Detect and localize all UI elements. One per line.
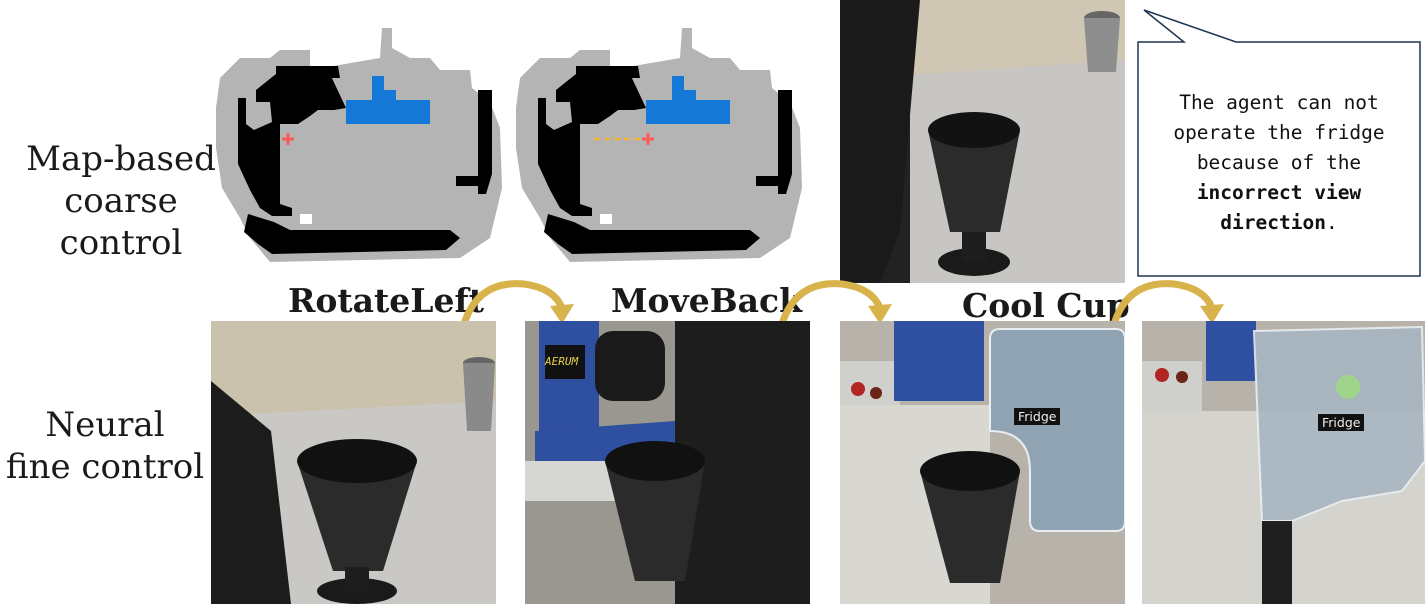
curved-arrow-icon bbox=[460, 280, 574, 328]
fridge-tag-2: Fridge bbox=[1318, 414, 1365, 431]
fine-view-2: AERUM bbox=[525, 321, 810, 604]
map-wall-right bbox=[756, 90, 792, 194]
map-wall-bottom bbox=[244, 214, 460, 254]
row-label-fine: Neural fine control bbox=[0, 404, 210, 488]
map-target-region bbox=[346, 76, 430, 124]
row-label-coarse-line2: coarse control bbox=[59, 181, 183, 263]
fine-view-1 bbox=[211, 321, 496, 604]
map-target-region bbox=[646, 76, 730, 124]
callout-line-1: The agent can not bbox=[1179, 91, 1379, 114]
action-rotate-left: RotateLeft bbox=[288, 281, 484, 320]
callout-bubble bbox=[1137, 9, 1421, 277]
map-white-gap bbox=[300, 214, 312, 224]
callout-line-3: because of the bbox=[1196, 151, 1362, 174]
curved-arrow-icon bbox=[778, 280, 892, 328]
row-label-fine-line2: fine control bbox=[5, 447, 205, 487]
agent-cross-icon bbox=[642, 133, 654, 145]
map-white-gap bbox=[600, 214, 612, 224]
map-wall-top bbox=[276, 66, 340, 78]
row-label-fine-line1: Neural bbox=[45, 405, 165, 445]
row-label-coarse: Map-based coarse control bbox=[12, 138, 230, 264]
fine-view-3: Fridge bbox=[840, 321, 1125, 604]
coarse-map-1 bbox=[210, 18, 502, 278]
map-wall-bottom bbox=[544, 214, 760, 254]
callout-bold-2: direction bbox=[1220, 211, 1326, 234]
curved-arrow-icon bbox=[1110, 280, 1224, 328]
callout-line-4: incorrect view bbox=[1136, 178, 1422, 208]
callout-bold-1: incorrect view bbox=[1196, 181, 1362, 204]
callout-text: The agent can not operate the fridge bec… bbox=[1136, 88, 1422, 238]
fine-view-4: Fridge bbox=[1142, 321, 1425, 604]
map-wall-top bbox=[576, 66, 640, 78]
callout-period: . bbox=[1325, 211, 1338, 234]
action-move-back: MoveBack bbox=[611, 281, 802, 320]
row-label-coarse-line1: Map-based bbox=[26, 139, 216, 179]
action-cool-cup: Cool Cup bbox=[962, 286, 1130, 325]
appliance-display: AERUM bbox=[545, 355, 579, 368]
coarse-map-2 bbox=[510, 18, 802, 278]
agent-cross-icon bbox=[282, 133, 294, 145]
map-wall-left bbox=[238, 74, 346, 216]
fridge-tag-1: Fridge bbox=[1014, 408, 1061, 425]
map-wall-left bbox=[538, 74, 646, 216]
callout-line-5: direction. bbox=[1136, 208, 1422, 238]
map-wall-right bbox=[456, 90, 492, 194]
top-view-image bbox=[840, 0, 1125, 283]
callout-line-2: operate the fridge bbox=[1173, 121, 1385, 144]
